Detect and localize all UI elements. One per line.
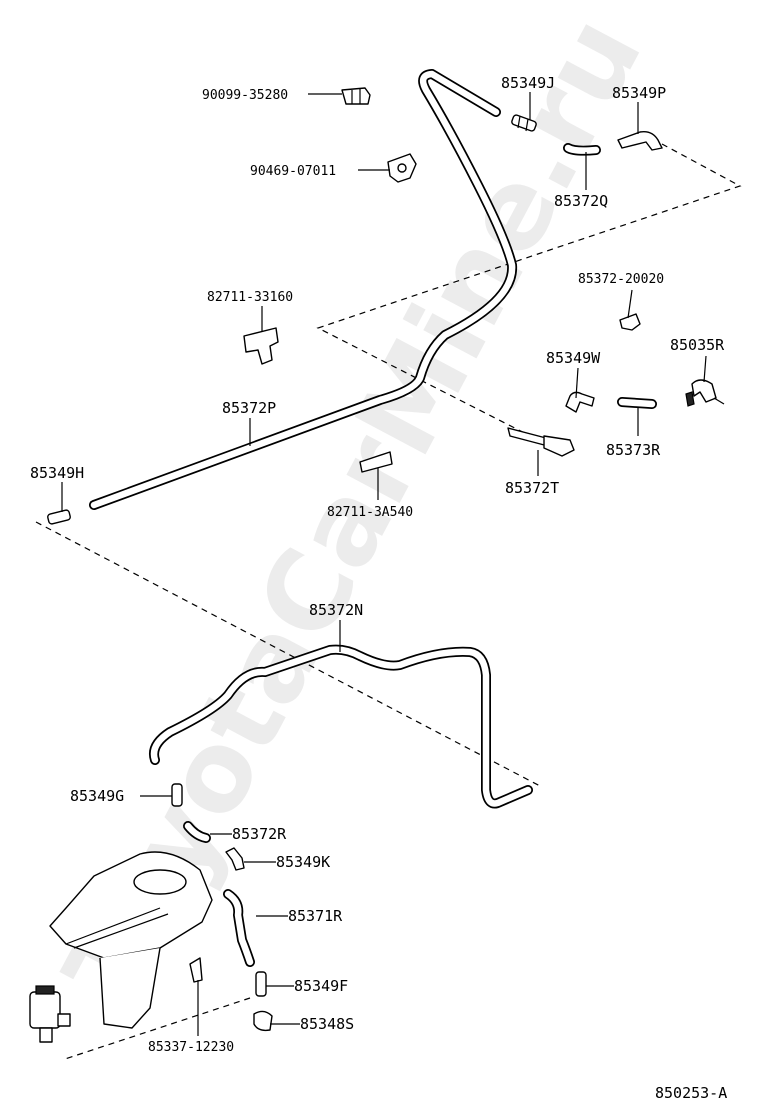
clamp-90469-07011 [387, 153, 417, 183]
label-85349H: 85349H [30, 464, 84, 482]
label-85372T: 85372T [505, 479, 559, 497]
clip-90099-35280 [341, 87, 371, 105]
clip-85372-20020 [619, 313, 641, 331]
label-85349W: 85349W [546, 349, 601, 367]
clamp-82711-3A540 [359, 451, 393, 473]
label-85349K: 85349K [276, 853, 330, 871]
hose-85372Q [563, 143, 601, 156]
label-85337-12230: 85337-12230 [148, 1040, 234, 1055]
label-82711-33160: 82711-33160 [207, 290, 293, 305]
washer-pump [29, 957, 203, 1043]
hose-85371R [223, 889, 255, 967]
elbow-85349K [225, 847, 245, 871]
label-85348S: 85348S [300, 1015, 354, 1033]
clamp-82711-33160 [243, 327, 279, 365]
figure-number: 850253-A [655, 1084, 727, 1102]
hose-85372P [89, 69, 518, 510]
label-85372P: 85372P [222, 399, 276, 417]
label-85035R: 85035R [670, 336, 725, 354]
label-85373R: 85373R [606, 441, 661, 459]
dashed-reference-lines [35, 143, 742, 1061]
bracket-85035R [685, 379, 725, 407]
label-85349P: 85349P [612, 84, 666, 102]
joint-85349H [47, 509, 71, 525]
joint-85349G [171, 783, 183, 807]
joint-85349J [511, 114, 537, 132]
label-85371R: 85371R [288, 907, 343, 925]
label-90099-35280: 90099-35280 [202, 88, 288, 103]
hose-85372N [149, 644, 533, 809]
label-85372R: 85372R [232, 825, 287, 843]
dashed-line-upper [316, 143, 742, 451]
label-85349J: 85349J [501, 74, 555, 92]
label-85372Q: 85372Q [554, 192, 608, 210]
label-85372-20020: 85372-20020 [578, 272, 664, 287]
hose-85373R [617, 397, 657, 409]
label-85349F: 85349F [294, 977, 348, 995]
leader-lines [61, 92, 707, 1036]
washer-reservoir-tank [49, 851, 213, 1029]
joint-85349P [617, 130, 663, 151]
part-number-labels: 90099-35280 90469-07011 85349J 85349P 85… [30, 74, 727, 1102]
label-82711-3A540: 82711-3A540 [327, 505, 413, 520]
hose-85372R [183, 821, 211, 843]
label-85372N: 85372N [309, 601, 363, 619]
label-90469-07011: 90469-07011 [250, 164, 336, 179]
label-85349G: 85349G [70, 787, 124, 805]
elbow-85349W [565, 391, 595, 413]
dashed-line-middle [35, 521, 541, 787]
nozzle-85372T [507, 427, 575, 457]
joint-85349F [255, 971, 267, 997]
cap-85348S [253, 1010, 273, 1032]
